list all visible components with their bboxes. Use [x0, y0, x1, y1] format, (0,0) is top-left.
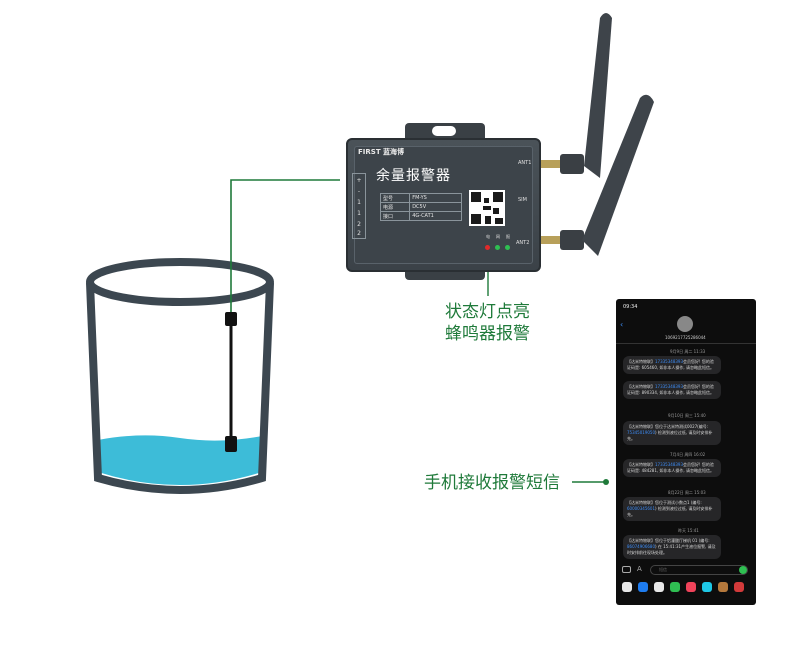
sms-bubble[interactable]: 【达米特物联】17335348393会员您好! 您的验证码是: 484281, … [623, 459, 721, 477]
msg-timestamp: 8月22日 周二 15:03 [668, 490, 706, 495]
terminal-label: 2 [357, 230, 361, 237]
app-icon[interactable] [718, 582, 728, 592]
sms-callout: 手机接收报警短信 [424, 473, 560, 493]
status-led-red [485, 245, 490, 250]
led-label: 网 [496, 234, 500, 239]
msg-timestamp: 昨天 15:41 [678, 528, 699, 533]
qr-code-icon [469, 190, 505, 226]
msg-post: 会员您好! 您的验证码是: 484281, 如非本人操作, 请忽略此短信。 [627, 462, 714, 473]
appstore-app-icon[interactable] [638, 582, 648, 592]
msg-link[interactable]: 60000345601 [627, 506, 655, 511]
buzzer-callout: 蜂鸣器报警 [445, 324, 530, 344]
camera-icon[interactable] [622, 566, 631, 573]
status-led-green [505, 245, 510, 250]
msg-post: ) 检测到液位过低, 请及时安排补充。 [627, 430, 713, 441]
app-icon[interactable] [734, 582, 744, 592]
terminal-label: - [357, 188, 361, 195]
msg-pre: 【达米特物联】 [627, 384, 655, 389]
spec-value: FM-YS [409, 193, 462, 203]
msg-pre: 【达米特物联】 [627, 462, 655, 467]
spec-key: 型号 [379, 193, 411, 203]
sms-bubble[interactable]: 【达米特物联】17335348393会员您好! 您的验证码是: 890334, … [623, 381, 721, 399]
avatar[interactable] [677, 316, 693, 332]
msg-link[interactable]: 75345019050 [627, 430, 655, 435]
photos-app-icon[interactable] [622, 582, 632, 592]
antenna-2 [582, 94, 654, 256]
terminal-label: 1 [357, 199, 361, 206]
sms-bubble[interactable]: 【达米特物联】您位于铝灌酸厅梯机 01 (编号: 86074906680) 在 … [623, 535, 721, 559]
antenna-2-hinge [560, 230, 584, 250]
appstore-icon[interactable]: A [637, 565, 642, 573]
send-icon[interactable] [739, 566, 747, 574]
msg-post: ) 在 15:41:31产生液位报警, 请及时安排前往现场处理。 [627, 544, 716, 555]
divider [616, 343, 756, 344]
antenna-1-connector [540, 160, 562, 168]
music-app-icon[interactable] [686, 582, 696, 592]
msg-timestamp: 9月10日 周三 15:40 [668, 413, 706, 418]
sensor-float-top [225, 312, 237, 326]
status-led-green [495, 245, 500, 250]
msg-pre: 【达米特物联】 [627, 359, 655, 364]
sms-bubble[interactable]: 【达米特物联】您位于测试小数点1 (编号: 60000345601) 检测到液位… [623, 497, 721, 521]
ant1-label: ANT1 [518, 160, 532, 166]
terminal-label: 2 [357, 221, 361, 228]
tank-rim [86, 258, 274, 306]
spec-key: 接口 [379, 211, 411, 221]
antenna-1-hinge [560, 154, 584, 174]
tank-outline [86, 282, 274, 494]
terminal-label: + [356, 177, 362, 184]
device-brand: FIRST 蓝海博 [358, 148, 405, 156]
led-label: 报 [506, 234, 510, 239]
device-mount-hole [432, 126, 456, 136]
msg-post: 会员您好! 您的验证码是: 605460, 如非本人操作, 请忽略此短信。 [627, 359, 714, 370]
terminal-block: + - 1 1 2 2 [352, 173, 366, 239]
antenna-1 [584, 13, 612, 178]
back-chevron-icon[interactable]: ‹ [620, 320, 624, 329]
sms-bubble[interactable]: 【达米特物联】17335348393会员您好! 您的验证码是: 605460, … [623, 356, 721, 374]
msg-post: ) 检测到液位过低, 请及时安排补充。 [627, 506, 713, 517]
ant2-label: ANT2 [516, 240, 530, 246]
msg-timestamp: 9月9日 周二 11:33 [670, 349, 706, 354]
device-title: 余量报警器 [376, 168, 451, 184]
msg-link[interactable]: 86074906680 [627, 544, 655, 549]
terminal-label: 1 [357, 210, 361, 217]
sms-bubble[interactable]: 【达米特物联】您位于达米特测试0027(编号: 75345019050) 检测到… [623, 421, 721, 445]
tank-water [98, 435, 262, 485]
led-label: 电 [486, 234, 490, 239]
msg-link[interactable]: 17335348393 [655, 384, 683, 389]
spec-key: 电源 [379, 202, 411, 212]
msg-timestamp: 7月4日 周四 16:02 [670, 452, 706, 457]
sensor-cable [230, 179, 340, 318]
status-callout: 状态灯点亮 [445, 302, 530, 322]
apple-pay-icon[interactable] [654, 582, 664, 592]
phone-sender: 1069217725286044 [665, 335, 706, 340]
msg-pre: 【达米特物联】您位于铝灌酸厅梯机 01 (编号: [627, 538, 710, 543]
msg-link[interactable]: 17335348393 [655, 359, 683, 364]
app-icon[interactable] [702, 582, 712, 592]
msg-pre: 【达米特物联】您位于达米特测试0027(编号: [627, 424, 709, 429]
spec-value: DC5V [409, 202, 462, 212]
msg-link[interactable]: 17335348393 [655, 462, 683, 467]
spec-value: 4G-CAT1 [409, 211, 462, 221]
antenna-2-connector [540, 236, 562, 244]
msg-pre: 【达米特物联】您位于测试小数点1 (编号: [627, 500, 702, 505]
sim-label: SIM [518, 197, 527, 203]
phone-time: 09:34 [623, 304, 638, 310]
msg-post: 会员您好! 您的验证码是: 890334, 如非本人操作, 请忽略此短信。 [627, 384, 714, 395]
sms-callout-dot [603, 479, 609, 485]
sensor-float-bottom [225, 436, 237, 452]
message-input[interactable]: 短信 [650, 565, 748, 575]
activity-app-icon[interactable] [670, 582, 680, 592]
